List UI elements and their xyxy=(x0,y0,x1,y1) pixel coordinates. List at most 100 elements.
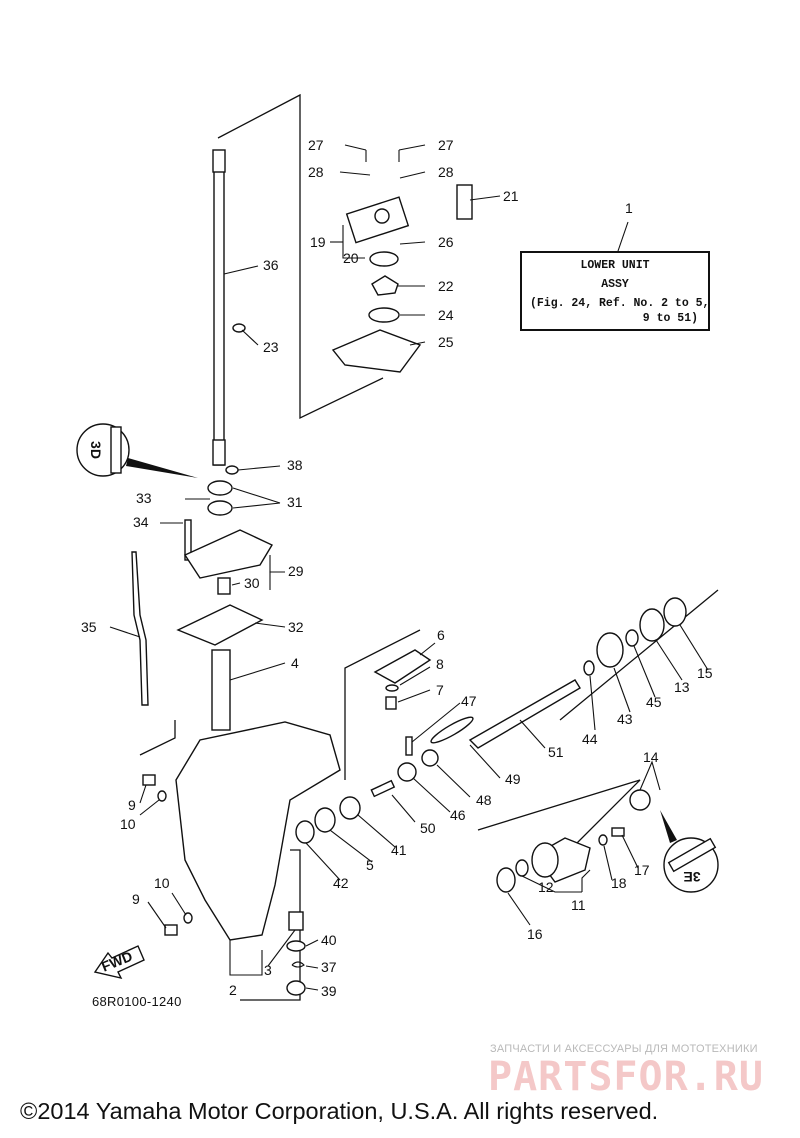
shim-42 xyxy=(295,820,315,844)
outer-plate-25 xyxy=(331,329,422,373)
insert-20 xyxy=(369,251,399,267)
washer-40 xyxy=(286,940,306,952)
drive-shaft-bottom xyxy=(212,439,226,466)
pinion-41 xyxy=(339,796,361,820)
callout: 48 xyxy=(476,792,492,808)
lower-frame-line xyxy=(477,779,641,861)
bearing-13 xyxy=(639,608,665,642)
svg-text:3D: 3D xyxy=(88,441,104,459)
o-ring-15 xyxy=(663,597,687,627)
bolt-9-upper xyxy=(142,774,156,786)
callout: 13 xyxy=(674,679,690,695)
gasket-32 xyxy=(176,604,264,646)
svg-text:3E: 3E xyxy=(683,869,700,885)
oil-seal-housing-29 xyxy=(183,529,273,579)
callout: 5 xyxy=(366,857,374,873)
callout: 18 xyxy=(611,875,627,891)
callout: 24 xyxy=(438,307,454,323)
bearing-lower xyxy=(207,500,233,516)
washer-8 xyxy=(385,684,399,692)
callout: 4 xyxy=(291,655,299,671)
water-tube-21 xyxy=(456,184,473,220)
badge-3d: 3D xyxy=(76,423,198,478)
leader-lines xyxy=(109,144,709,991)
callout: 32 xyxy=(288,619,304,635)
callout: 9 xyxy=(132,891,140,907)
callout: 15 xyxy=(697,665,713,681)
callout: 45 xyxy=(646,694,662,710)
pump-housing-outlet xyxy=(374,208,390,224)
cross-pin-47 xyxy=(405,736,413,756)
washer-10-lower xyxy=(183,912,193,924)
callout: 1 xyxy=(625,200,633,216)
upper-frame-line xyxy=(217,93,384,420)
cam-46 xyxy=(397,762,417,782)
shaft-frame-line xyxy=(344,629,421,780)
lower-unit-assy-reference-box: LOWER UNIT ASSY (Fig. 24, Ref. No. 2 to … xyxy=(520,251,710,331)
watermark-tagline: ЗАПЧАСТИ И АКСЕССУАРЫ ДЛЯ МОТОТЕХНИКИ xyxy=(490,1043,758,1055)
callout: 33 xyxy=(136,490,152,506)
callout: 8 xyxy=(436,656,444,672)
callout: 27 xyxy=(438,137,454,153)
water-tube-4 xyxy=(211,649,231,731)
ref-line: ASSY xyxy=(601,278,629,291)
washer-44 xyxy=(583,660,595,676)
callout: 29 xyxy=(288,563,304,579)
callout: 11 xyxy=(571,897,586,913)
callout: 9 xyxy=(128,797,136,813)
lower-casing xyxy=(175,721,341,941)
callout: 3 xyxy=(264,962,272,978)
callout: 30 xyxy=(244,575,260,591)
clip-37 xyxy=(291,961,305,968)
callout: 47 xyxy=(461,693,477,709)
callout: 43 xyxy=(617,711,633,727)
callout: 28 xyxy=(308,164,324,180)
prop-frame-line xyxy=(559,589,719,721)
bushing-12 xyxy=(515,859,529,877)
callout: 35 xyxy=(81,619,97,635)
bolt-17 xyxy=(611,827,625,837)
clip-38 xyxy=(225,465,239,475)
impeller xyxy=(371,275,399,296)
o-ring-24 xyxy=(368,307,400,323)
callout: 19 xyxy=(310,234,326,250)
callout: 28 xyxy=(438,164,454,180)
gear-43 xyxy=(596,632,624,668)
copyright-notice: ©2014 Yamaha Motor Corporation, U.S.A. A… xyxy=(20,1098,659,1124)
washer-18 xyxy=(598,834,608,846)
o-ring-16 xyxy=(496,867,516,893)
drive-shaft-spline xyxy=(212,149,226,173)
left-bracket-line xyxy=(139,720,176,756)
callout: 23 xyxy=(263,339,279,355)
watermark-brand: PARTSFOR.RU xyxy=(488,1054,764,1100)
shift-cam-50 xyxy=(370,779,396,798)
bearing-5 xyxy=(314,807,336,833)
callout: 21 xyxy=(503,188,519,204)
callout: 20 xyxy=(343,250,359,266)
cap-6 xyxy=(373,649,432,684)
callout: 41 xyxy=(391,842,407,858)
callout: 27 xyxy=(308,137,324,153)
drive-shaft xyxy=(213,154,225,466)
collar-30 xyxy=(217,577,231,595)
bolt-9-lower xyxy=(164,924,178,936)
callout: 2 xyxy=(229,982,237,998)
callout: 37 xyxy=(321,959,337,975)
nut-39 xyxy=(286,980,306,996)
callout: 14 xyxy=(643,749,659,765)
plug-3 xyxy=(288,911,304,931)
callout: 39 xyxy=(321,983,337,999)
shim-45 xyxy=(625,629,639,647)
callout: 25 xyxy=(438,334,454,350)
spring-49 xyxy=(430,716,474,744)
callout-labels: 27 27 28 28 21 19 26 20 22 24 25 36 23 3… xyxy=(81,137,713,999)
callout: 34 xyxy=(133,514,149,530)
callout: 44 xyxy=(582,731,598,747)
callout: 42 xyxy=(333,875,349,891)
diagram-code: 68R0100-1240 xyxy=(92,994,182,1009)
callout: 26 xyxy=(438,234,454,250)
callout: 40 xyxy=(321,932,337,948)
propeller-shaft-51 xyxy=(468,679,581,749)
fwd-direction-arrow: FWD xyxy=(93,945,145,980)
